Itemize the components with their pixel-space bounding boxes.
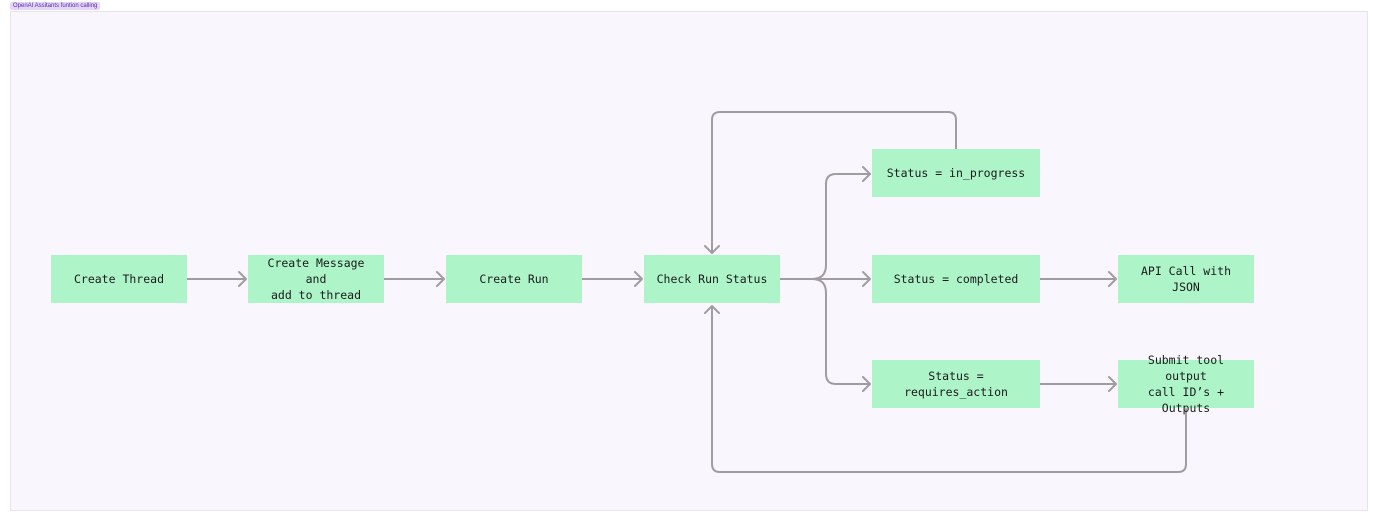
node-status-in-progress[interactable]: Status = in_progress [872,149,1040,197]
edge-create-thread-to-create-message [186,271,247,287]
node-create-run[interactable]: Create Run [446,255,582,303]
edge-submit-loop-back [704,305,1187,473]
node-check-run-status[interactable]: Check Run Status [644,255,780,303]
node-submit-tool-output[interactable]: Submit tool output call ID’s + Outputs [1118,353,1254,415]
node-create-thread[interactable]: Create Thread [51,255,187,303]
edge-completed-to-api-call [1039,271,1117,287]
edge-check-to-in-progress [779,166,871,280]
node-status-completed[interactable]: Status = completed [872,255,1040,303]
node-status-requires-action[interactable]: Status = requires_action [872,360,1040,408]
edge-create-run-to-check-run-status [581,271,643,287]
edge-check-to-requires-action [779,278,871,392]
node-create-message[interactable]: Create Message and add to thread [248,255,384,303]
edge-create-message-to-create-run [383,271,445,287]
edge-requires-action-to-submit [1039,376,1117,392]
frame-title-tag[interactable]: OpenAI Assitants funtion calling [10,2,101,10]
node-api-call[interactable]: API Call with JSON [1118,255,1254,303]
edge-in-progress-loop-back [704,111,957,254]
